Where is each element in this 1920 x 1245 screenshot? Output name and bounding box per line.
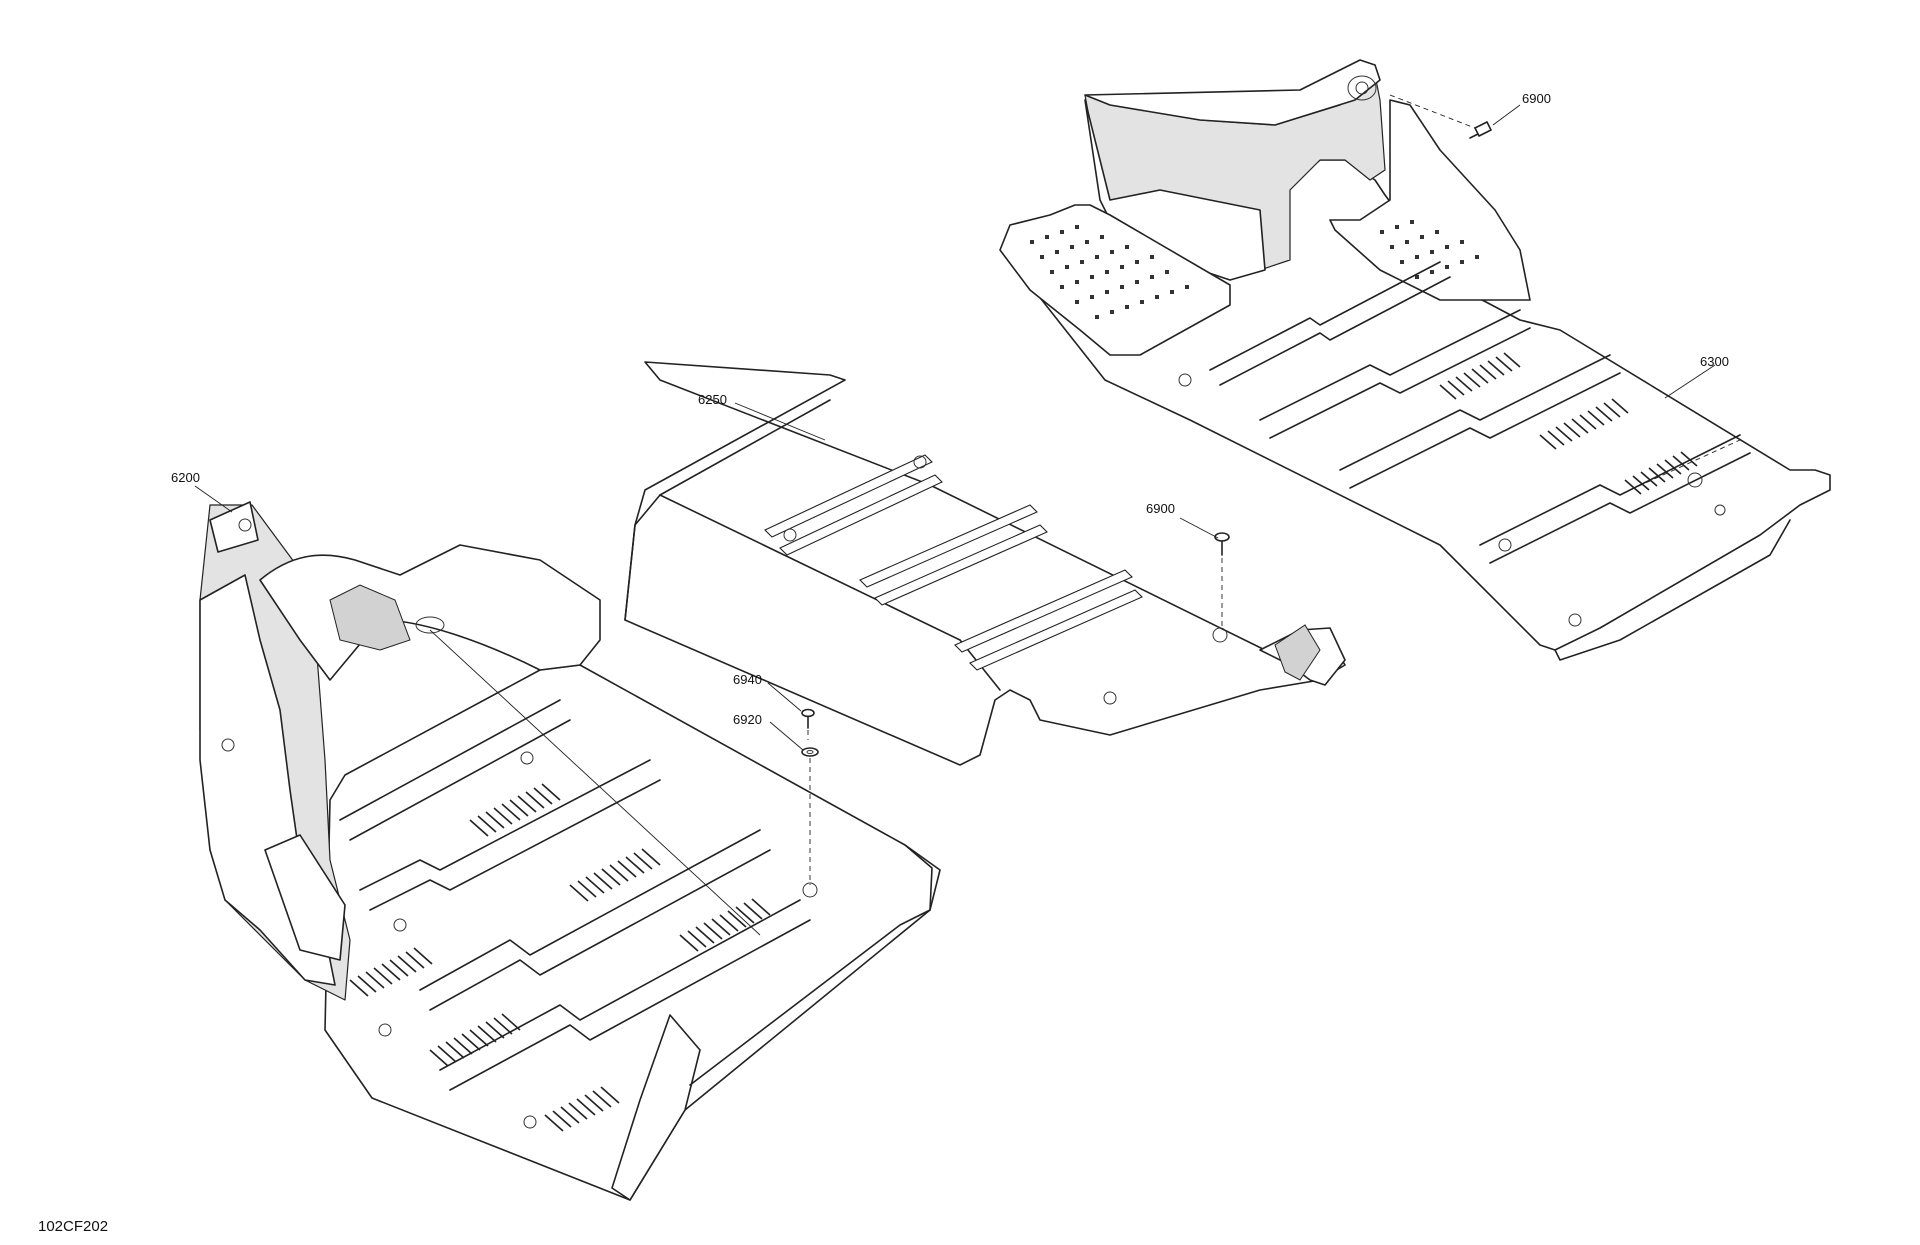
floor-panel-6200 <box>199 501 941 1201</box>
callout-6900-mid: 6900 <box>1146 501 1175 516</box>
screw-6900-mid <box>1214 532 1230 630</box>
callout-6920: 6920 <box>733 712 762 727</box>
screw-6940 <box>801 708 815 740</box>
callout-6200: 6200 <box>171 470 200 485</box>
grate-pattern <box>1439 352 1698 495</box>
floor-panel-6300 <box>999 59 1831 661</box>
figure-id-label: 102CF202 <box>38 1218 109 1235</box>
callout-6250: 6250 <box>698 392 727 407</box>
perforation-pattern <box>1030 220 1479 319</box>
screw-6900-top <box>1389 94 1492 139</box>
callout-6300: 6300 <box>1700 354 1729 369</box>
callout-6940: 6940 <box>733 672 762 687</box>
washer-6920 <box>801 747 819 885</box>
grate-pattern <box>349 783 771 1132</box>
leader-lines <box>194 104 1716 751</box>
callout-6900-top: 6900 <box>1522 91 1551 106</box>
floor-panel-6250 <box>624 361 1346 766</box>
